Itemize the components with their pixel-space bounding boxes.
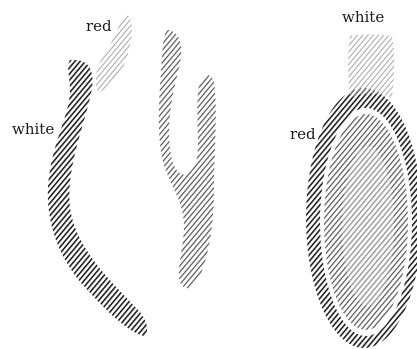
right-core bbox=[342, 146, 394, 306]
left-second-tube-outer bbox=[159, 30, 216, 288]
left-tube-outer bbox=[48, 60, 147, 336]
label-left-white: white bbox=[12, 122, 54, 137]
label-right-red: red bbox=[290, 127, 316, 142]
label-right-white: white bbox=[342, 10, 384, 25]
label-left-red: red bbox=[86, 19, 112, 34]
right-neck-light bbox=[348, 35, 394, 99]
